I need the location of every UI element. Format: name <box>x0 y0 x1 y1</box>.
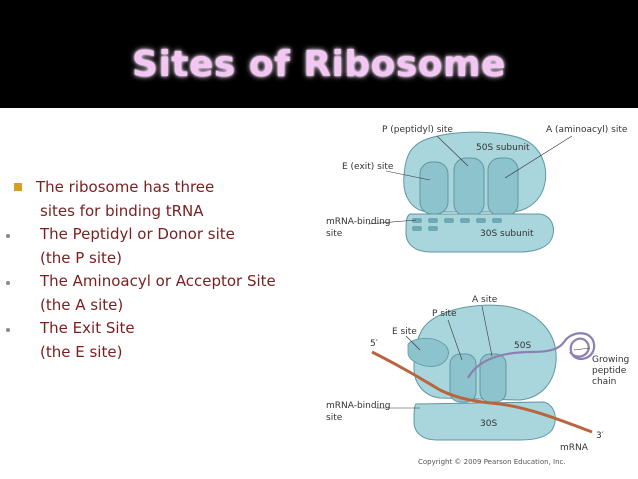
bullet-item: The Peptidyl or Donor site <box>0 223 330 247</box>
dot-bullet-icon <box>6 328 10 332</box>
bullet-item: The ribosome has three <box>0 176 330 200</box>
p-site-trna <box>449 353 477 403</box>
label-50s: 50S <box>514 341 531 351</box>
ribosome-diagram: P (peptidyl) site A (aminoacyl) site 50S… <box>326 125 629 466</box>
label-e-site: E site <box>392 327 417 337</box>
square-bullet-icon <box>14 183 22 191</box>
a-site-slot <box>487 157 519 217</box>
bullet-continuation: (the A site) <box>0 294 330 318</box>
label-a-site: A site <box>472 295 498 305</box>
bullet-continuation: (the P site) <box>0 247 330 271</box>
dot-bullet-icon <box>6 234 10 238</box>
bullet-text: (the A site) <box>40 295 124 314</box>
peptide-chain <box>467 332 596 379</box>
bullet-list: The ribosome has three sites for binding… <box>0 176 330 364</box>
label-e-exit-site: E (exit) site <box>342 162 394 172</box>
label-peptide: peptide <box>592 366 627 376</box>
label-mrna-binding: mRNA-binding <box>326 217 391 227</box>
label-a-aminoacyl-site: A (aminoacyl) site <box>546 125 628 135</box>
label-three-prime: 3′ <box>596 431 604 441</box>
bullet-text: (the E site) <box>40 342 123 361</box>
e-site-trna <box>407 337 449 367</box>
label-chain: chain <box>592 377 616 387</box>
bullet-text: The Aminoacyl or Acceptor Site <box>40 272 276 290</box>
bullet-text: The Peptidyl or Donor site <box>40 225 235 243</box>
copyright-notice: Copyright © 2009 Pearson Education, Inc. <box>418 458 566 466</box>
dot-bullet-icon <box>6 281 10 285</box>
slide-title: Sites of Ribosome <box>132 44 506 85</box>
bullet-continuation: sites for binding tRNA <box>0 200 330 224</box>
ribosome-top: P (peptidyl) site A (aminoacyl) site 50S… <box>326 125 628 253</box>
p-site-slot <box>453 157 485 217</box>
label-mrna-binding-site: site <box>326 413 343 423</box>
bullet-text: The Exit Site <box>40 319 135 337</box>
label-50s-subunit: 50S subunit <box>476 143 530 153</box>
label-p-site: P site <box>432 309 457 319</box>
small-subunit-shape <box>405 213 554 253</box>
label-mrna: mRNA <box>560 443 589 453</box>
title-band: Sites of Ribosome <box>0 0 638 108</box>
bullet-text: (the P site) <box>40 248 122 267</box>
bullet-text: The ribosome has three <box>36 178 215 196</box>
label-growing: Growing <box>592 355 629 365</box>
bullet-continuation: (the E site) <box>0 341 330 365</box>
mrna-groove <box>412 218 502 231</box>
label-mrna-binding: mRNA-binding <box>326 401 391 411</box>
ribosome-bottom: A site P site E site 5′ 50S Growing pept… <box>326 295 629 453</box>
bullet-item: The Aminoacyl or Acceptor Site <box>0 270 330 294</box>
label-mrna-binding-site: site <box>326 229 343 239</box>
bullet-item: The Exit Site <box>0 317 330 341</box>
bullet-text: sites for binding tRNA <box>40 201 204 220</box>
label-five-prime: 5′ <box>370 339 378 349</box>
mrna-strand <box>371 350 593 434</box>
label-p-peptidyl-site: P (peptidyl) site <box>382 125 453 135</box>
label-30s: 30S <box>480 419 497 429</box>
label-30s-subunit: 30S subunit <box>480 229 534 239</box>
e-site-slot <box>419 161 449 215</box>
